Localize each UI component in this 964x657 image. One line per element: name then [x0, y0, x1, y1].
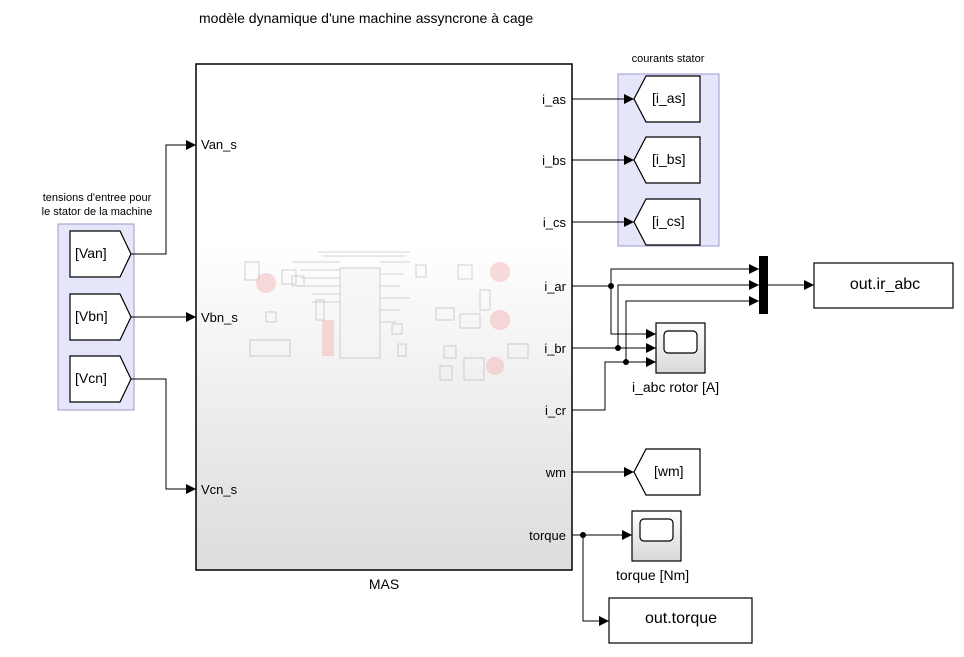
- mas-internal-preview: [244, 251, 529, 381]
- wire-i-cr-mux: [625, 296, 759, 362]
- diagram-title: modèle dynamique d'une machine assyncron…: [199, 10, 534, 26]
- mas-output-i-cs: i_cs: [542, 215, 566, 230]
- junction-i-br: [615, 345, 621, 351]
- goto-i-as-tag[interactable]: [633, 75, 701, 123]
- stator-area-caption: courants stator: [631, 53, 705, 65]
- torque-scope-screen-icon: [639, 518, 674, 542]
- wire-torque-out: [582, 535, 609, 626]
- wire-i-cr-main: [572, 357, 656, 411]
- mas-output-i-cr: i_cr: [545, 403, 566, 418]
- mas-output-i-bs: i_bs: [542, 153, 566, 168]
- wire-i-ar-main: [572, 264, 759, 287]
- vcn-tag-label: [Vcn]: [75, 370, 107, 386]
- mas-preview-highlights: [256, 262, 510, 375]
- wm-tag-label: [wm]: [654, 463, 684, 479]
- ir-abc-out-label: out.ir_abc: [849, 276, 921, 293]
- junction-torque: [580, 532, 586, 538]
- mas-input-vbn-s: Vbn_s: [201, 310, 238, 325]
- torque-out-block[interactable]: [608, 597, 753, 644]
- mas-input-vcn-s: Vcn_s: [201, 482, 238, 497]
- goto-wm-tag[interactable]: [633, 448, 701, 496]
- vbn-tag-label: [Vbn]: [75, 308, 108, 324]
- wire-i-ar-scope: [610, 286, 656, 339]
- mas-output-wm: wm: [545, 465, 566, 480]
- i-as-tag-label: [i_as]: [652, 90, 686, 106]
- mas-output-i-br: i_br: [544, 341, 566, 356]
- input-area-caption-line2: le stator de la machine: [41, 206, 153, 218]
- torque-out-label: out.torque: [644, 610, 718, 627]
- i-bs-tag-label: [i_bs]: [652, 151, 686, 167]
- rotor-scope-label: i_abc rotor [A]: [632, 379, 720, 395]
- goto-i-cs-tag[interactable]: [633, 198, 701, 246]
- goto-i-bs-tag[interactable]: [633, 136, 701, 184]
- junction-i-ar: [608, 283, 614, 289]
- torque-scope-label: torque [Nm]: [616, 567, 690, 583]
- i-cs-tag-label: [i_cs]: [652, 213, 685, 229]
- from-van-tag[interactable]: [69, 230, 132, 278]
- mas-output-i-as: i_as: [542, 92, 566, 107]
- from-vbn-tag[interactable]: [69, 293, 132, 341]
- from-vcn-tag[interactable]: [69, 355, 132, 403]
- junction-i-cr: [623, 359, 629, 365]
- wire-i-br-mux: [617, 280, 759, 348]
- van-tag-label: [Van]: [75, 245, 107, 261]
- rotor-scope-screen-icon: [663, 330, 698, 354]
- input-area-caption-line1: tensions d'entree pour: [42, 192, 152, 204]
- mas-block-name: MAS: [368, 576, 400, 592]
- mas-block[interactable]: [195, 63, 573, 571]
- wire-vcn: [131, 378, 196, 494]
- mux-block[interactable]: [759, 256, 768, 314]
- mas-output-i-ar: i_ar: [544, 279, 566, 294]
- mas-output-torque: torque: [529, 528, 566, 543]
- mas-input-van-s: Van_s: [201, 137, 237, 152]
- wire-van: [131, 140, 196, 255]
- ir-abc-out-block[interactable]: [813, 262, 954, 309]
